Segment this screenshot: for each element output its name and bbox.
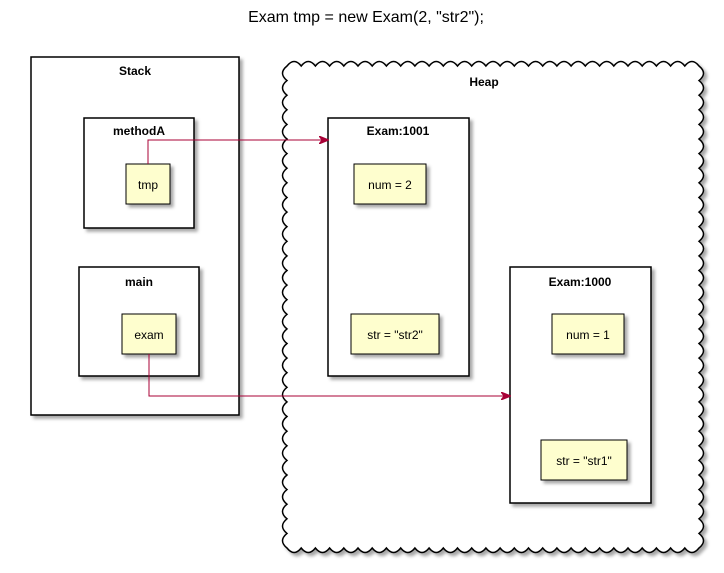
- field-1001-num-label: num = 2: [368, 178, 412, 192]
- heap-label: Heap: [469, 75, 498, 89]
- field-1000-str: str = "str1": [540, 439, 628, 481]
- frame-main-label: main: [125, 275, 153, 289]
- arrow-tmp-to-exam-1001: [147, 140, 328, 164]
- diagram-title: Exam tmp = new Exam(2, "str2");: [248, 9, 484, 26]
- var-exam-label: exam: [134, 328, 163, 342]
- field-1000-num: num = 1: [551, 313, 625, 355]
- field-1001-num: num = 2: [353, 163, 427, 205]
- frame-methodA: methodA: [83, 117, 195, 229]
- var-exam: exam: [121, 313, 177, 355]
- object-exam-1000-label: Exam:1000: [549, 275, 612, 289]
- var-tmp-label: tmp: [138, 178, 158, 192]
- arrow-exam-to-exam-1000: [148, 354, 510, 396]
- field-1001-str-label: str = "str2": [367, 328, 423, 342]
- stack-label: Stack: [119, 64, 151, 78]
- frame-methodA-label: methodA: [113, 124, 165, 138]
- object-exam-1001-label: Exam:1001: [367, 124, 430, 138]
- field-1000-num-label: num = 1: [566, 328, 610, 342]
- var-tmp: tmp: [125, 163, 171, 205]
- field-1000-str-label: str = "str1": [556, 454, 612, 468]
- field-1001-str: str = "str2": [350, 313, 440, 355]
